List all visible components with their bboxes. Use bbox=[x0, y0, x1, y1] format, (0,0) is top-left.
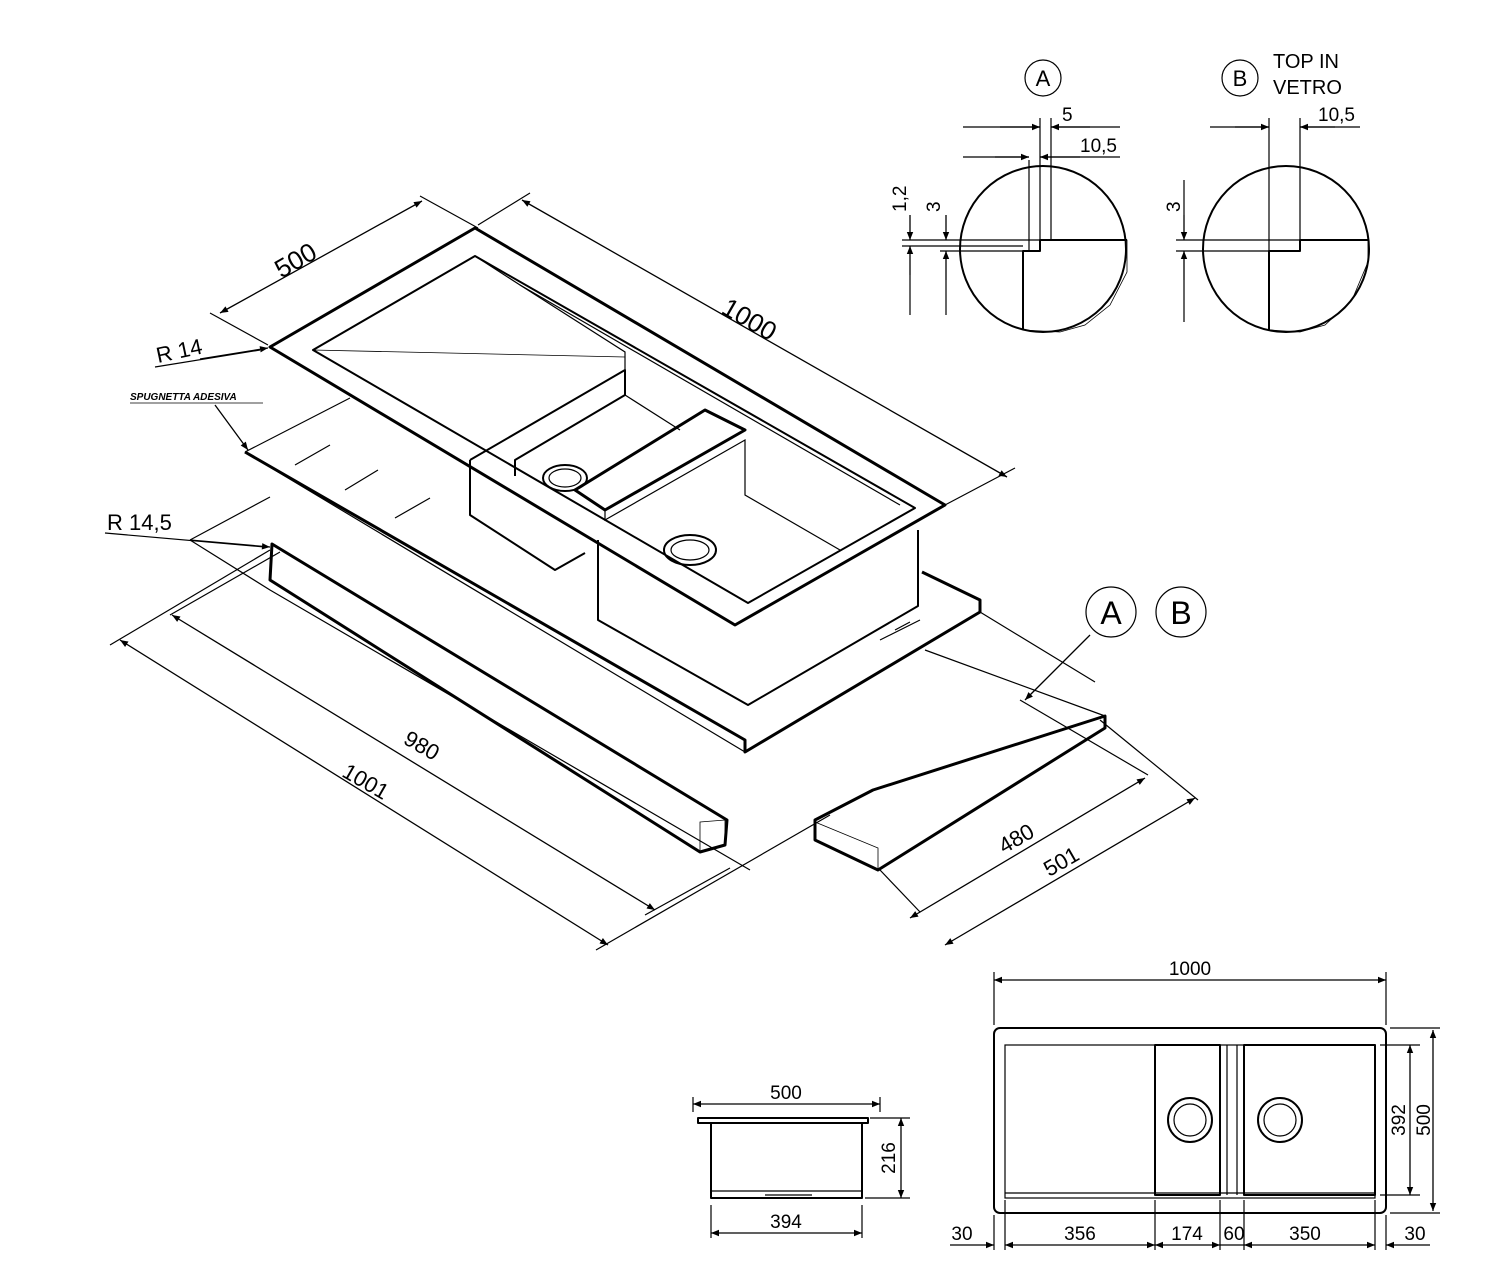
callout-a-circle bbox=[1085, 586, 1137, 638]
detail-a-badge bbox=[1024, 59, 1062, 97]
side-flange bbox=[697, 1117, 869, 1124]
dim-1001-iso: 1001 bbox=[338, 758, 393, 804]
dim-980-iso: 980 bbox=[400, 725, 444, 765]
label-sponge: SPUGNETTA ADESIVA bbox=[130, 392, 237, 403]
countertop-edge bbox=[244, 450, 982, 754]
label-r14: R 14 bbox=[154, 334, 205, 368]
callout-b-circle bbox=[1155, 586, 1207, 638]
top-dim-30-right: 30 bbox=[1404, 1224, 1425, 1245]
side-view: 500 216 394 bbox=[692, 1083, 910, 1238]
detail-a: A 5 10,5 1,2 3 bbox=[890, 59, 1128, 333]
detail-a-circle bbox=[959, 165, 1127, 333]
detail-b-note-2: VETRO bbox=[1273, 77, 1342, 99]
top-outer-frame bbox=[993, 1027, 1387, 1214]
top-dim-174: 174 bbox=[1171, 1224, 1203, 1245]
detail-b-d3: 3 bbox=[1164, 201, 1185, 212]
top-dim-1000: 1000 bbox=[1169, 959, 1211, 980]
large-drain-top bbox=[1257, 1097, 1303, 1143]
detail-b: B TOP IN VETRO 10,5 3 bbox=[1164, 51, 1370, 333]
detail-a-d105: 10,5 bbox=[1080, 136, 1117, 157]
sink-top-outer bbox=[268, 226, 947, 627]
detail-b-badge bbox=[1221, 59, 1259, 97]
side-dim-500: 500 bbox=[770, 1083, 802, 1104]
dim-480-iso: 480 bbox=[994, 818, 1038, 858]
large-bowl bbox=[597, 530, 919, 706]
top-dim-350: 350 bbox=[1289, 1224, 1321, 1245]
side-dim-216: 216 bbox=[879, 1142, 900, 1174]
callout-b: B bbox=[1170, 595, 1191, 631]
top-dim-392: 392 bbox=[1389, 1104, 1410, 1136]
large-bowl-top bbox=[1243, 1044, 1376, 1196]
side-dim-394: 394 bbox=[770, 1212, 802, 1233]
large-bowl-drain bbox=[663, 534, 717, 566]
detail-a-d12: 1,2 bbox=[890, 186, 911, 212]
dim-1000-iso: 1000 bbox=[717, 292, 782, 347]
dim-500-iso: 500 bbox=[269, 236, 322, 284]
detail-a-label: A bbox=[1036, 66, 1051, 91]
small-bowl-top bbox=[1154, 1044, 1221, 1196]
detail-a-d5: 5 bbox=[1062, 105, 1073, 126]
small-drain-top bbox=[1167, 1097, 1213, 1143]
top-dim-356: 356 bbox=[1064, 1224, 1096, 1245]
detail-b-note-1: TOP IN bbox=[1273, 51, 1339, 73]
isometric-view: 500 1000 R 14 SPUGNETTA ADESIVA R 14,5 9… bbox=[104, 192, 1207, 951]
top-dim-60: 60 bbox=[1223, 1224, 1244, 1245]
callout-a: A bbox=[1100, 595, 1122, 631]
bowl-divider bbox=[573, 408, 747, 512]
drainer-area bbox=[1004, 1044, 1376, 1199]
top-dim-30-left: 30 bbox=[951, 1224, 972, 1245]
top-view: 1000 392 500 30 356 174 60 bbox=[950, 959, 1440, 1250]
detail-b-circle bbox=[1202, 165, 1370, 333]
dim-501-iso: 501 bbox=[1039, 841, 1083, 881]
detail-b-d105: 10,5 bbox=[1318, 105, 1355, 126]
side-bowl bbox=[710, 1123, 863, 1199]
glass-top-strip bbox=[268, 542, 729, 854]
top-dim-500: 500 bbox=[1414, 1104, 1435, 1136]
detail-b-label: B bbox=[1233, 66, 1248, 91]
detail-a-d3: 3 bbox=[924, 201, 945, 212]
label-r145: R 14,5 bbox=[107, 510, 172, 535]
